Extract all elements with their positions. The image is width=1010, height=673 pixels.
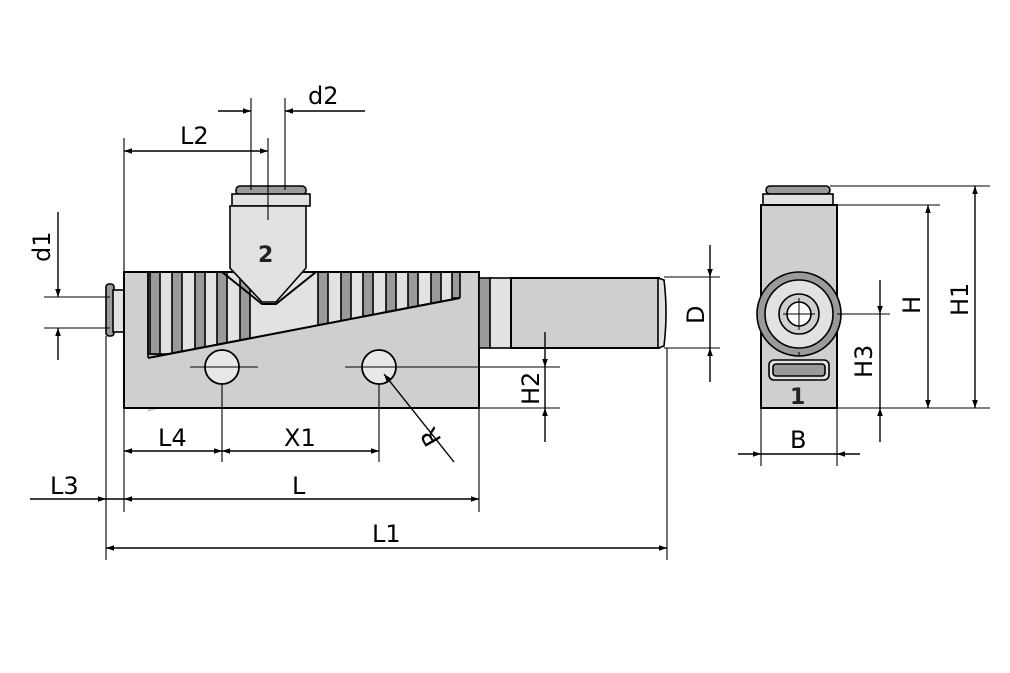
right-cylinder bbox=[478, 276, 667, 350]
dim-H2: H2 bbox=[517, 372, 545, 405]
dim-L: L bbox=[292, 472, 306, 500]
port-1-label: 1 bbox=[790, 385, 805, 410]
dim-H1: H1 bbox=[946, 283, 974, 316]
dim-L2: L2 bbox=[180, 122, 209, 150]
end-view: 1 bbox=[756, 185, 842, 410]
side-view-dimensions: d2 L2 d1 D H2 R L4 X1 bbox=[28, 82, 720, 560]
dim-H: H bbox=[898, 296, 926, 314]
dim-H3: H3 bbox=[850, 345, 878, 378]
end-view-dimensions: H3 H H1 B bbox=[738, 185, 990, 466]
dim-L1: L1 bbox=[372, 520, 401, 548]
port-2-label: 2 bbox=[258, 243, 273, 268]
side-view: 2 bbox=[105, 185, 667, 412]
dim-d2: d2 bbox=[308, 82, 339, 110]
dim-d1: d1 bbox=[28, 231, 56, 262]
dim-L3: L3 bbox=[50, 472, 79, 500]
top-port: 2 bbox=[221, 185, 317, 305]
dim-B: B bbox=[790, 426, 806, 454]
dim-X1: X1 bbox=[284, 424, 316, 452]
dim-D: D bbox=[682, 306, 710, 324]
dim-L4: L4 bbox=[158, 424, 187, 452]
